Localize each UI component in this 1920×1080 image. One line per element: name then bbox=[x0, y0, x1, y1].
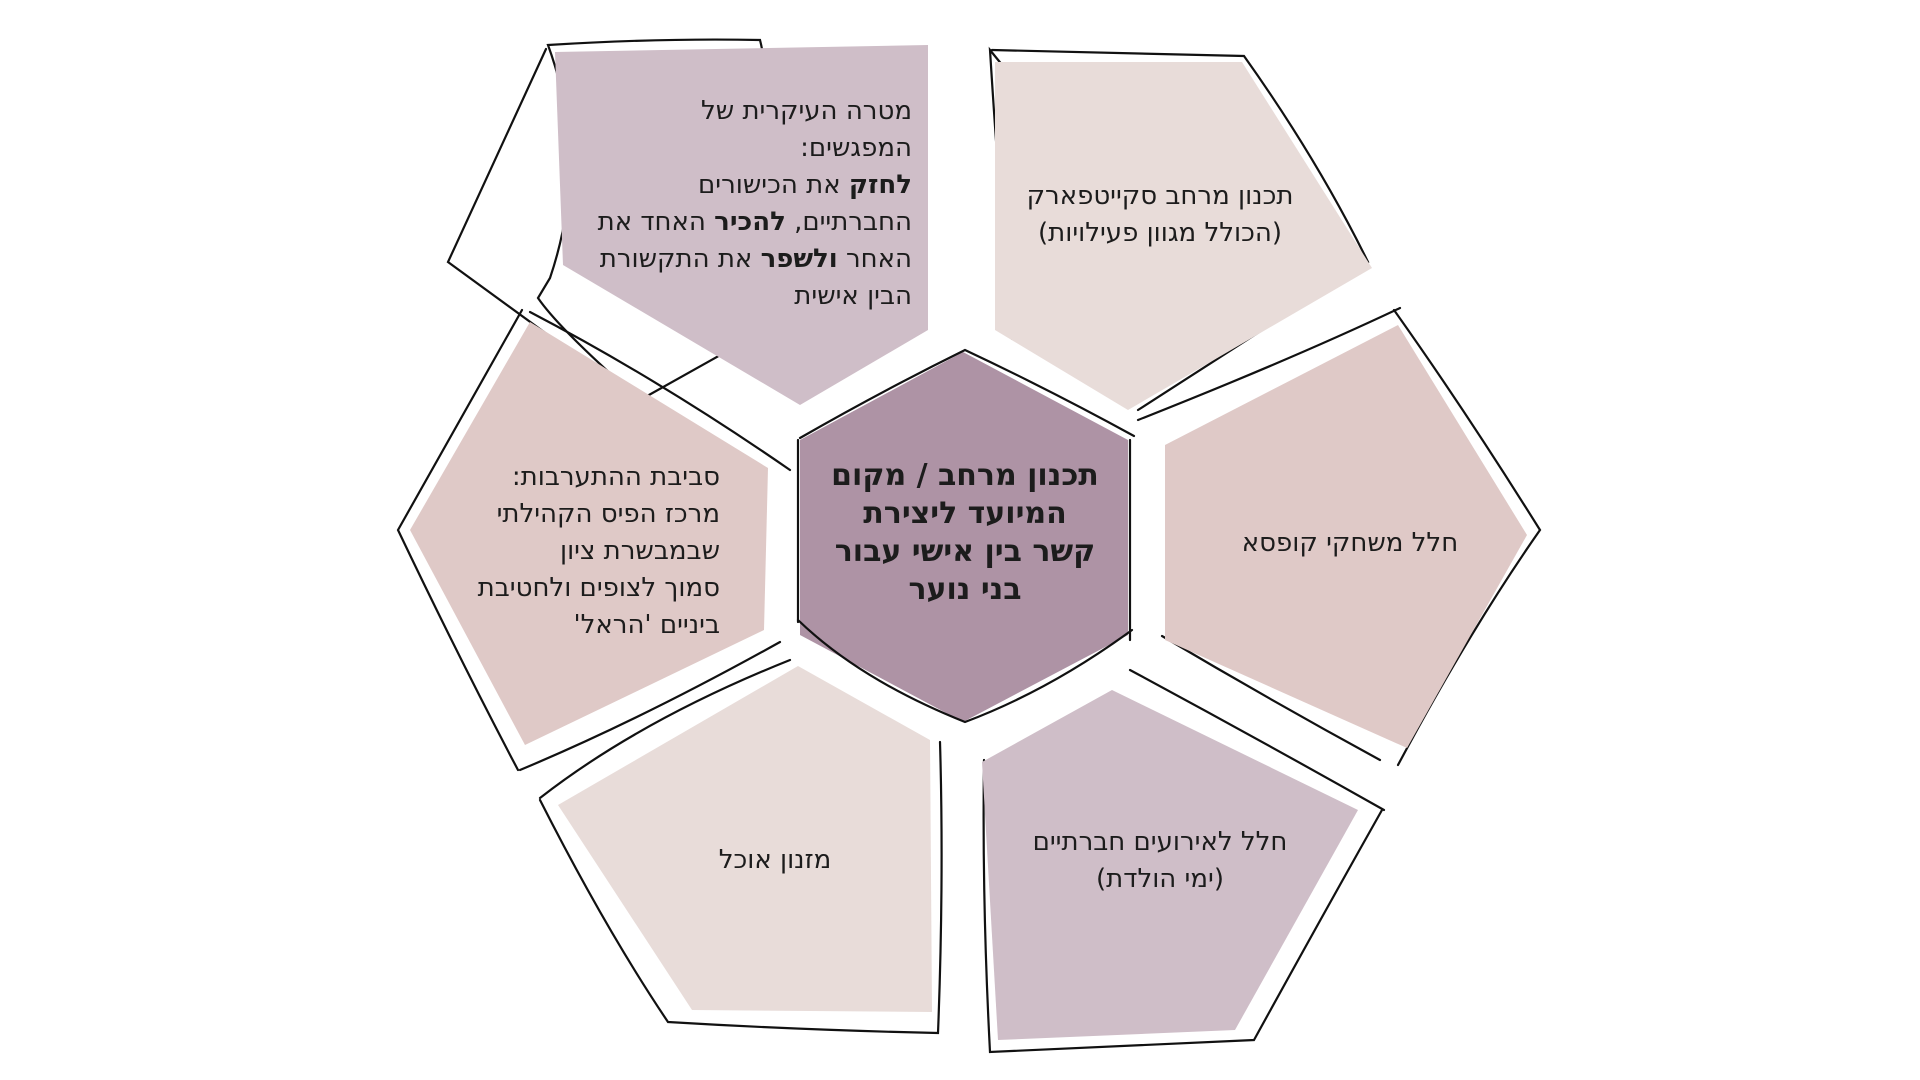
goal-bold-improve: ולשפר bbox=[760, 244, 838, 274]
segment-outlines bbox=[396, 38, 1542, 1054]
center-line-1: תכנון מרחב / מקום bbox=[831, 458, 1099, 493]
segment-goal-shape bbox=[555, 45, 928, 405]
segment-events-label: חלל לאירועים חברתיים (ימי הולדת) bbox=[1010, 824, 1310, 898]
segment-skatepark-label: תכנון מרחב סקייטפארק (הכולל מגוון פעילוי… bbox=[1010, 178, 1310, 252]
events-line1: חלל לאירועים חברתיים bbox=[1032, 827, 1288, 857]
environment-line2: מרכז הפיס הקהילתי bbox=[496, 499, 720, 529]
goal-title-line1: מטרה העיקרית של bbox=[700, 96, 912, 126]
center-hexagon-outline bbox=[796, 348, 1136, 724]
center-line-3: קשר בין אישי עבור bbox=[834, 534, 1096, 569]
goal-line5-rest: את התקשורת bbox=[599, 244, 761, 274]
boardgames-line1: חלל משחקי קופסא bbox=[1241, 528, 1459, 558]
segment-boardgames-label: חלל משחקי קופסא bbox=[1200, 525, 1500, 562]
center-hexagon-shape bbox=[800, 352, 1128, 722]
goal-line5: האחר ולשפר את התקשורת bbox=[590, 241, 912, 278]
events-line2: (ימי הולדת) bbox=[1096, 864, 1224, 894]
goal-line5-pre: האחר bbox=[837, 244, 912, 274]
environment-line1: סביבת ההתערבות: bbox=[511, 462, 720, 492]
goal-line4: החברתיים, להכיר האחד את bbox=[590, 204, 912, 241]
segment-skatepark-shape bbox=[995, 62, 1372, 410]
goal-line4-pre: החברתיים, bbox=[785, 207, 912, 237]
skatepark-line1: תכנון מרחב סקייטפארק bbox=[1026, 181, 1294, 211]
segment-environment-shape bbox=[410, 322, 768, 745]
environment-line3: שבמבשרת ציון bbox=[560, 536, 720, 566]
food-line1: מזנון אוכל bbox=[718, 845, 832, 875]
goal-line3: לחזק את הכישורים bbox=[590, 167, 912, 204]
segment-boardgames-shape bbox=[1165, 325, 1527, 748]
segment-food-shape bbox=[558, 666, 932, 1012]
environment-line4: סמוך לצופים ולחטיבת bbox=[477, 573, 720, 603]
center-line-4: בני נוער bbox=[908, 572, 1022, 607]
goal-line6: הבין אישית bbox=[794, 281, 912, 311]
goal-bold-know: להכיר bbox=[714, 207, 786, 237]
skatepark-line2: (הכולל מגוון פעילויות) bbox=[1038, 218, 1282, 248]
goal-line3-rest: את הכישורים bbox=[698, 170, 849, 200]
goal-title-line2: המפגשים: bbox=[800, 133, 912, 163]
goal-bold-strengthen: לחזק bbox=[848, 170, 912, 200]
segment-food-label: מזנון אוכל bbox=[640, 842, 910, 879]
environment-line5: ביניים 'הראל' bbox=[573, 610, 720, 640]
segment-environment-label: סביבת ההתערבות: מרכז הפיס הקהילתי שבמבשר… bbox=[450, 459, 720, 644]
center-line-2: המיועד ליצירת bbox=[863, 496, 1067, 531]
segment-goal-label: מטרה העיקרית של המפגשים: לחזק את הכישורי… bbox=[590, 93, 912, 315]
goal-line4-rest: האחד את bbox=[597, 207, 715, 237]
center-label: תכנון מרחב / מקום המיועד ליצירת קשר בין … bbox=[805, 457, 1125, 609]
segment-events-shape bbox=[982, 690, 1358, 1040]
